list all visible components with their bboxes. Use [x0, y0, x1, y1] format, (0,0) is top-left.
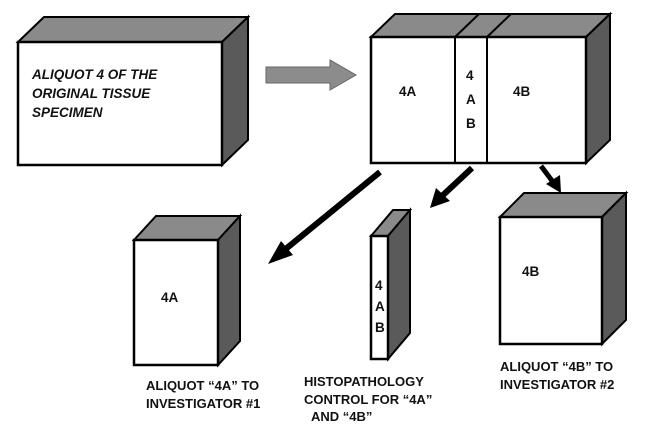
aliquot-4b-block: 4B — [497, 190, 629, 347]
slab-label-3: B — [375, 320, 385, 335]
block-side-face — [221, 14, 249, 168]
specimen-label-line-3: SPECIMEN — [32, 105, 103, 120]
split-block-side-face — [585, 11, 611, 166]
top-cut-line-1 — [454, 13, 480, 38]
arrow-to-4a — [268, 169, 382, 264]
block-front-face — [16, 40, 224, 167]
block-top-face — [15, 16, 251, 43]
slab-side-face — [387, 207, 411, 362]
grey-process-arrow — [265, 59, 358, 91]
aliquot-4b-caption-line-2: INVESTIGATOR #2 — [500, 377, 614, 392]
aliquot-4a-caption-line-2: INVESTIGATOR #1 — [146, 396, 260, 411]
aliquot-4a-block-label: 4A — [161, 290, 179, 305]
aliquot-4a-block: 4A — [131, 213, 243, 368]
split-4b-label: 4B — [513, 84, 531, 99]
split-specimen-block: 4A 4 A B 4B — [368, 11, 613, 166]
arrow-to-histopathology — [430, 165, 475, 208]
slab-front-face — [369, 234, 390, 361]
slab-label-1: 4 — [375, 278, 383, 293]
aliquot-4b-side-face — [601, 190, 627, 347]
aliquot-4b-block-label: 4B — [522, 264, 540, 279]
split-middle-label-2: A — [466, 92, 476, 107]
split-block-front-face — [369, 35, 588, 165]
split-middle-label-3: B — [466, 116, 476, 131]
specimen-label-line-1: ALIQUOT 4 OF THE — [31, 67, 158, 82]
slab-label-2: A — [375, 299, 385, 314]
arrow-to-4b — [539, 164, 561, 193]
top-cut-line-2 — [486, 13, 512, 38]
split-4a-label: 4A — [399, 84, 417, 99]
aliquot-4a-front-face — [132, 238, 220, 367]
specimen-label-line-2: ORIGINAL TISSUE — [32, 86, 151, 101]
histopathology-caption-line-3: AND “4B” — [311, 409, 372, 424]
histopathology-caption-line-2: CONTROL FOR “4A” — [304, 392, 432, 407]
aliquot-4a-side-face — [217, 213, 241, 368]
split-middle-label-1: 4 — [466, 68, 474, 83]
aliquot-4a-caption-line-1: ALIQUOT “4A” TO — [146, 378, 259, 393]
aliquot-4b-caption-line-1: ALIQUOT “4B” TO — [500, 359, 613, 374]
aliquot-4b-front-face — [498, 215, 604, 346]
histopathology-caption-line-1: HISTOPATHOLOGY — [304, 374, 424, 389]
histopathology-slab: 4 A B — [368, 207, 413, 362]
original-specimen-block: ALIQUOT 4 OF THE ORIGINAL TISSUE SPECIME… — [15, 14, 251, 168]
